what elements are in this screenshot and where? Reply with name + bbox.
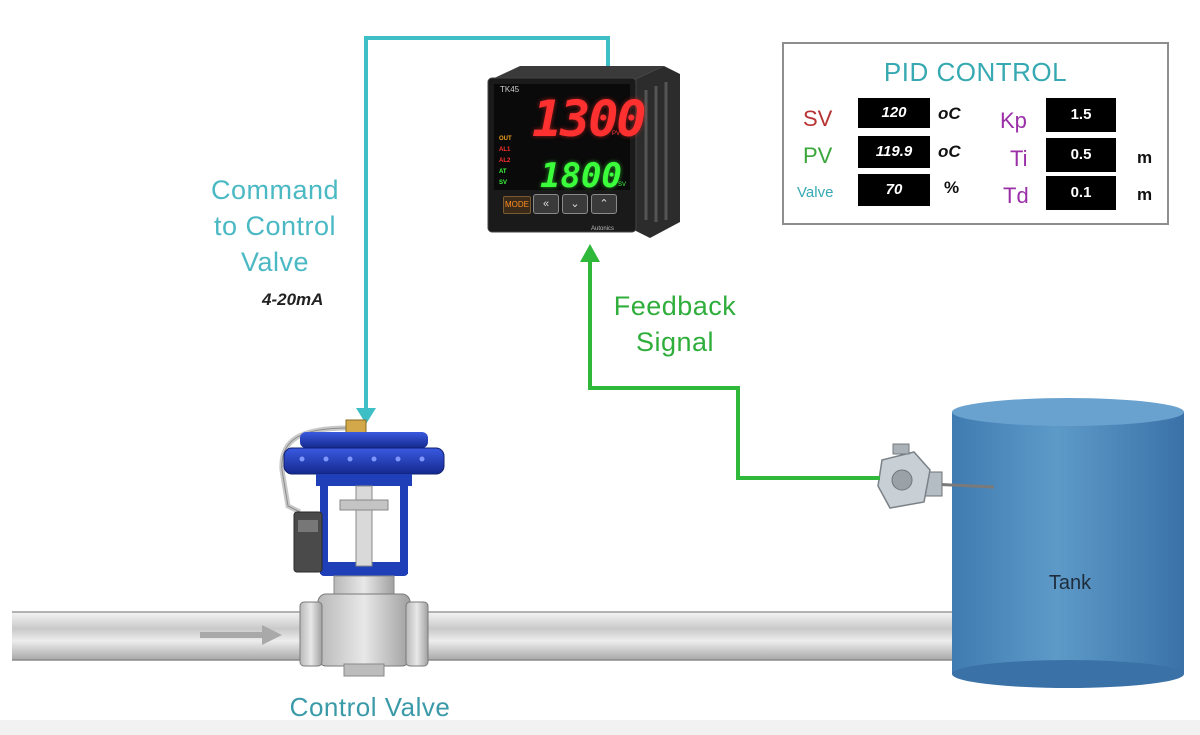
flow-arrow-icon <box>200 625 282 645</box>
td-label: Td <box>1003 183 1029 208</box>
sv-label: SV <box>803 106 833 131</box>
command-arrow-icon <box>356 408 376 424</box>
svg-text:SV: SV <box>499 180 507 186</box>
pipe <box>12 612 972 660</box>
controller-pv-display: 1300 <box>532 90 646 148</box>
controller-shift-button[interactable]: « <box>533 194 559 214</box>
pv-label: PV <box>803 143 833 168</box>
svg-text:OUT: OUT <box>499 136 512 142</box>
tank-label: Tank <box>1048 572 1092 594</box>
pv-value-box: 119.9 <box>858 136 930 168</box>
feedback-signal-line <box>588 260 880 480</box>
td-unit: m <box>1137 185 1153 204</box>
svg-text:AL1: AL1 <box>499 147 511 153</box>
valve-unit: % <box>944 178 960 197</box>
sv-value-box: 120 <box>858 98 930 128</box>
feedback-label-line1: Feedback <box>613 291 737 321</box>
controller-up-button[interactable]: ⌃ <box>591 194 617 214</box>
current-range-label: 4-20mA <box>262 290 324 309</box>
ti-unit: m <box>1137 148 1153 167</box>
svg-text:PV: PV <box>612 131 620 137</box>
kp-value-box: 1.5 <box>1046 98 1116 132</box>
controller-model-label: TK45 <box>500 85 520 94</box>
ti-label: Ti <box>1010 146 1028 171</box>
valve-value-box: 70 <box>858 174 930 206</box>
feedback-arrow-icon <box>580 244 600 262</box>
controller-brand: Autonics <box>591 226 615 232</box>
feedback-label: Feedback Signal <box>590 288 760 360</box>
valve-label: Valve <box>797 184 834 201</box>
temperature-sensor <box>877 443 995 509</box>
pid-controller-device: OUT AL1 AL2 AT SV PV SV <box>487 66 680 238</box>
pv-unit: oC <box>938 142 961 161</box>
bottom-strip <box>0 720 1200 735</box>
control-valve-label: Control Valve <box>289 692 451 722</box>
command-signal-line <box>364 36 610 410</box>
pid-panel-title: PID CONTROL <box>883 57 1068 87</box>
feedback-label-line2: Signal <box>635 327 715 357</box>
command-label-line1: Command <box>210 175 340 205</box>
command-label-line3: Valve <box>240 247 310 277</box>
ti-value-box: 0.5 <box>1046 138 1116 172</box>
svg-text:SV: SV <box>618 182 626 188</box>
td-value-box: 0.1 <box>1046 176 1116 210</box>
svg-text:AL2: AL2 <box>499 158 511 164</box>
kp-label: Kp <box>1000 108 1027 133</box>
command-label-line2: to Control <box>213 211 337 241</box>
control-valve <box>279 419 445 677</box>
svg-text:AT: AT <box>499 169 507 175</box>
controller-sv-display: 1800 <box>540 156 622 196</box>
command-label: Command to Control Valve <box>180 172 370 280</box>
sv-unit: oC <box>938 104 961 123</box>
controller-mode-button[interactable]: MODE <box>503 196 531 214</box>
tank <box>952 398 1184 688</box>
controller-down-button[interactable]: ⌄ <box>562 194 588 214</box>
